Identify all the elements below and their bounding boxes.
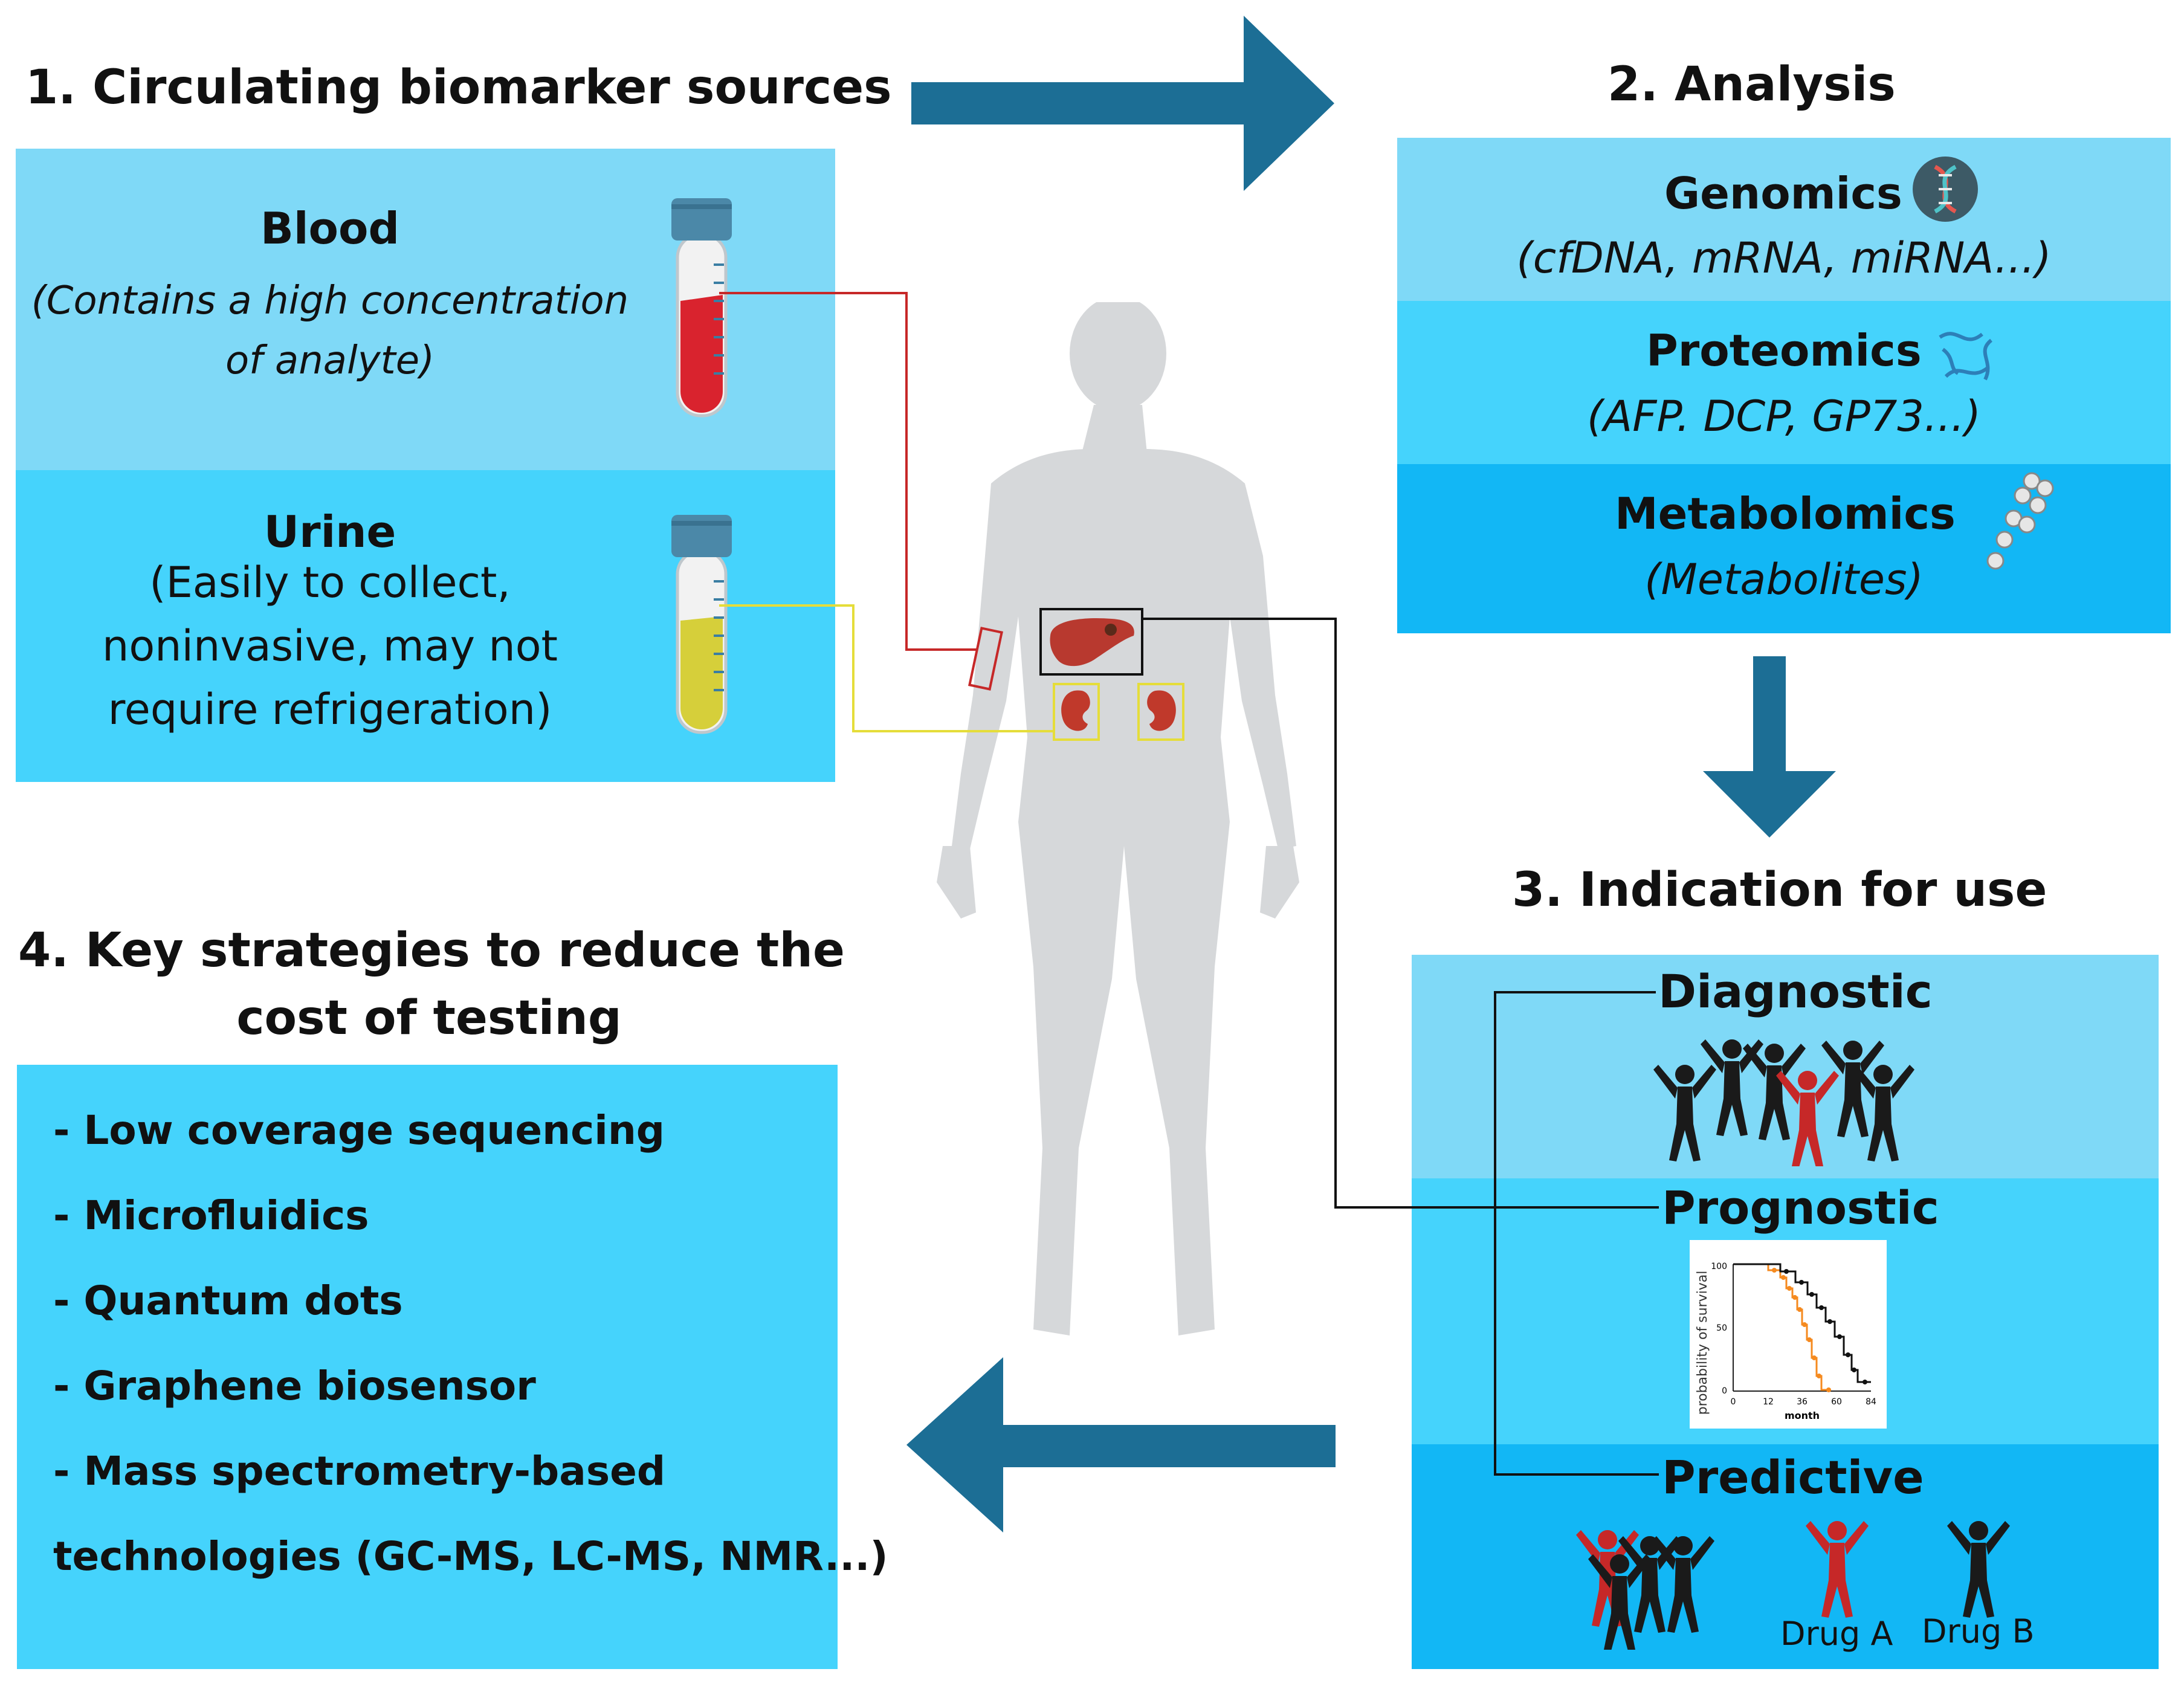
strategy-item: - Mass spectrometry-based: [53, 1448, 666, 1494]
blood-desc-line1: (Contains a high concentration: [31, 279, 629, 323]
prognostic-label: Prognostic: [1662, 1181, 1939, 1235]
urine-heading: Urine: [263, 506, 396, 557]
urine-desc-line2: noninvasive, may not: [102, 621, 558, 671]
strategy-item: - Microfluidics: [53, 1192, 369, 1239]
arrow-right-icon: [911, 16, 1334, 191]
genomics-heading: Genomics: [1664, 168, 1902, 219]
urine-desc-line1: (Easily to collect,: [149, 558, 511, 607]
human-body-silhouette: [937, 302, 1299, 1336]
drug-a-label: Drug A: [1780, 1615, 1893, 1653]
predictive-label: Predictive: [1662, 1450, 1924, 1504]
genomics-box: Genomics (cfDNA, mRNA, miRNA...): [1397, 138, 2171, 301]
kidney-left-icon: [1061, 690, 1090, 731]
metabolomics-detail: (Metabolites): [1644, 555, 1924, 604]
section4-title-line2: cost of testing: [236, 991, 622, 1045]
kidney-left-box: [1053, 683, 1100, 741]
strategy-item: - Graphene biosensor: [53, 1363, 536, 1409]
blood-desc-line2: of analyte): [225, 338, 435, 383]
proteomics-detail: (AFP. DCP, GP73...): [1587, 392, 1981, 441]
km-xtick: 84: [1866, 1397, 1876, 1407]
diagnostic-label: Diagnostic: [1658, 964, 1933, 1018]
blood-heading: Blood: [260, 203, 400, 254]
section3-title: 3. Indication for use: [1512, 863, 2047, 917]
km-ytick: 50: [1716, 1323, 1727, 1333]
blood-box: Blood (Contains a high concentration of …: [16, 149, 835, 470]
km-ylabel: probability of survival: [1695, 1271, 1710, 1415]
strategy-item: - Low coverage sequencing: [53, 1107, 665, 1154]
kidney-right-icon: [1147, 690, 1176, 731]
kidney-right-box: [1137, 683, 1184, 741]
protein-icon: [1939, 332, 1993, 381]
liver-highlight-box: [1039, 608, 1143, 676]
metabolomics-heading: Metabolomics: [1615, 488, 1956, 539]
proteomics-heading: Proteomics: [1646, 325, 1922, 376]
strategies-box: - Low coverage sequencing - Microfluidic…: [17, 1065, 888, 1669]
strategy-item: technologies (GC-MS, LC-MS, NMR...): [53, 1533, 888, 1580]
section2-title: 2. Analysis: [1607, 57, 1896, 112]
predictive-box: [1412, 1444, 2159, 1669]
blood-tube-icon: [671, 198, 732, 418]
metabolomics-box: Metabolomics (Metabolites): [1397, 464, 2171, 633]
section4-title-line1: 4. Key strategies to reduce the: [18, 923, 845, 978]
urine-desc-line3: require refrigeration): [108, 685, 552, 734]
arrow-down-icon: [1703, 656, 1836, 838]
km-xlabel: month: [1785, 1410, 1820, 1421]
dna-icon: [1913, 157, 1978, 222]
genomics-detail: (cfDNA, mRNA, miRNA...): [1516, 233, 2052, 283]
arrow-left-icon: [906, 1357, 1336, 1532]
urine-box: Urine (Easily to collect, noninvasive, m…: [16, 470, 835, 782]
km-ytick: 100: [1711, 1262, 1727, 1271]
km-xtick: 0: [1731, 1397, 1736, 1407]
proteomics-box: Proteomics (AFP. DCP, GP73...): [1397, 301, 2171, 464]
liver-icon: [1050, 618, 1134, 667]
km-ytick: 0: [1722, 1386, 1727, 1396]
km-xtick: 36: [1797, 1397, 1808, 1407]
molecule-icon: [1986, 472, 2054, 570]
urine-tube-icon: [671, 515, 732, 734]
km-xtick: 60: [1831, 1397, 1842, 1407]
strategy-item: - Quantum dots: [53, 1277, 403, 1324]
survival-plot: probability of survival 100 50 0 0 12 36…: [1690, 1240, 1887, 1429]
drug-b-label: Drug B: [1922, 1612, 2035, 1650]
km-xtick: 12: [1763, 1397, 1774, 1407]
section1-title: 1. Circulating biomarker sources: [25, 60, 892, 115]
